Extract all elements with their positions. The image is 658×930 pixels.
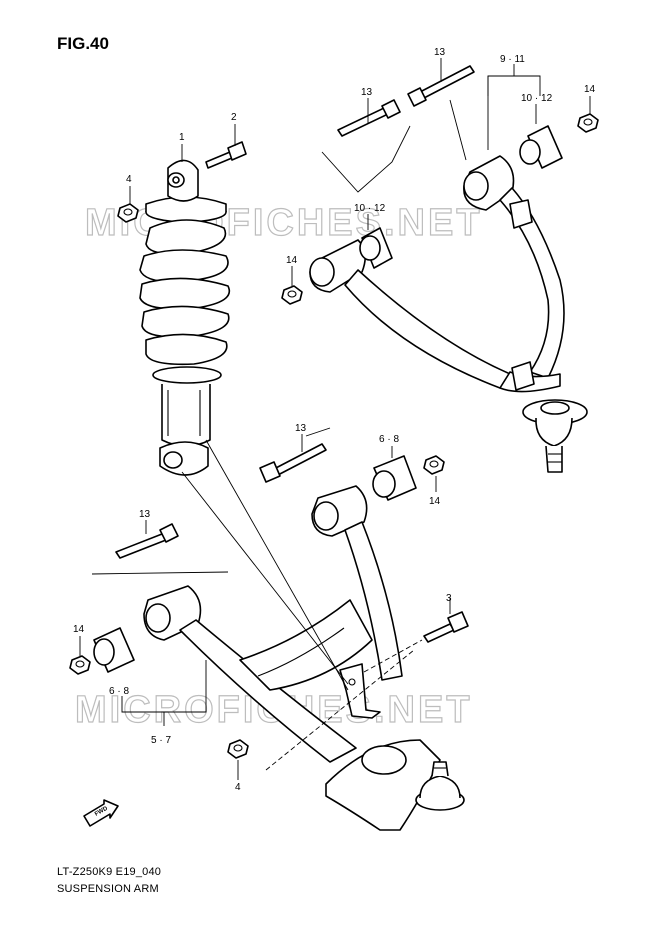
figure-code: LT-Z250K9 E19_040: [57, 866, 162, 878]
fwd-arrow-icon: FWD: [83, 799, 119, 827]
callout-10-12-left: 10 · 12: [354, 203, 386, 214]
callout-9-11: 9 · 11: [500, 54, 525, 65]
callout-6-8-right: 6 · 8: [379, 434, 399, 445]
callout-2: 2: [231, 112, 237, 123]
callout-13-mid: 13: [295, 423, 307, 434]
callout-4-bottom: 4: [235, 782, 241, 793]
leader-lines: [79, 58, 591, 780]
callout-6-8-left: 6 · 8: [109, 686, 129, 697]
watermark-top: MICROFICHES.NET: [85, 202, 483, 244]
figure-name: SUSPENSION ARM: [57, 883, 159, 895]
callout-14-lower-left: 14: [73, 624, 85, 635]
callout-10-12-right: 10 · 12: [521, 93, 553, 104]
shock-absorber: [139, 159, 231, 476]
figure-title: FIG.40: [57, 34, 109, 53]
bolt-part-2: [205, 141, 247, 169]
bolt-part-13-upper-short: [337, 99, 401, 137]
bolt-part-13-upper-long: [407, 65, 475, 107]
nut-part-14-lower-left: [69, 655, 91, 675]
bushing-part-10-12-upper: [519, 125, 563, 169]
nut-part-14-lower-right: [423, 455, 445, 475]
callout-1: 1: [179, 132, 185, 143]
upper-arm: [309, 155, 588, 473]
callout-13-upper: 13: [361, 87, 373, 98]
callout-3: 3: [446, 593, 452, 604]
coil-spring: [139, 219, 231, 384]
bottom-bushing: [163, 451, 183, 469]
callout-13-top: 13: [434, 47, 446, 58]
callout-14-upper-right: 14: [584, 84, 596, 95]
nut-part-14-upper-left: [281, 285, 303, 305]
nut-part-14-upper: [577, 113, 599, 133]
bolt-part-3: [423, 611, 469, 643]
lower-arm: [143, 485, 465, 831]
bolt-part-13-mid: [259, 443, 327, 483]
callout-4-top: 4: [126, 174, 132, 185]
bushing-part-10-12-lower: [359, 227, 393, 269]
callout-14-upper-left: 14: [286, 255, 298, 266]
callout-labels: 1 2 3 4 4 5 · 7 6 · 8 6 · 8 9 · 11 10 · …: [73, 47, 596, 793]
nut-part-4-lower: [227, 739, 249, 759]
bushing-part-6-8-right: [372, 455, 417, 501]
callout-5-7: 5 · 7: [151, 735, 171, 746]
bolt-part-13-lower: [115, 523, 179, 559]
callout-14-lower-right: 14: [429, 496, 441, 507]
bushing-part-6-8-left: [93, 627, 135, 673]
callout-13-lower: 13: [139, 509, 151, 520]
